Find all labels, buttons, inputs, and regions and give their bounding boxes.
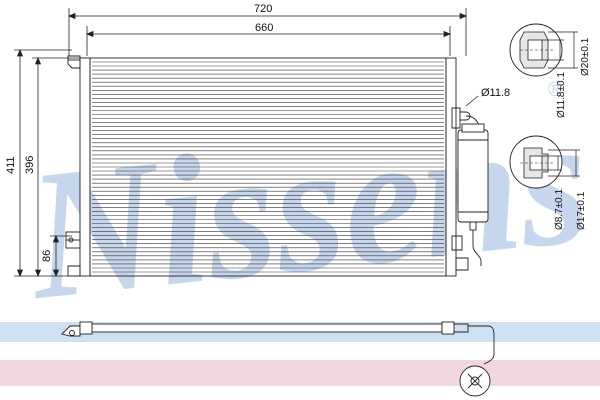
pink-band [0,360,600,386]
pipe-diameter-leader [465,95,479,107]
core-tubes [92,61,444,273]
dimension-396-label: 396 [24,156,36,174]
detail-b-outer-label: Ø17±0.1 [576,191,587,230]
dimension-720-label: 720 [254,3,272,15]
condenser-core [79,57,457,277]
dimension-396 [32,56,86,278]
left-header-tank [79,57,91,277]
pipe-diameter-label: Ø11.8 [481,87,510,99]
watermark-logo: Nissens [18,77,598,340]
right-lower-pipe [451,230,482,271]
dimension-660-label: 660 [255,22,273,34]
detail-a-inner-label: Ø11.8±0.1 [556,72,567,118]
detail-b [509,135,580,189]
bottom-view-core [91,323,443,333]
dimension-411-label: 411 [5,156,17,174]
dimension-720 [67,8,468,56]
bottom-view [61,321,495,397]
dimension-86-label: 86 [41,250,53,262]
brand-watermark: Nissens ® [18,77,598,340]
right-header-tank [445,57,457,277]
core-frame [89,57,447,277]
dimension-411 [14,48,72,278]
dimension-86 [50,234,72,278]
detail-a [509,23,578,77]
left-top-bracket [67,55,81,69]
left-bottom-bracket [65,231,81,277]
receiver-drier [457,123,489,231]
dimension-660 [85,26,452,56]
registered-mark: ® [548,79,563,101]
detail-a-outer-label: Ø20±0.1 [580,37,591,76]
detail-b-inner-label: Ø8.7±0.1 [554,188,565,230]
